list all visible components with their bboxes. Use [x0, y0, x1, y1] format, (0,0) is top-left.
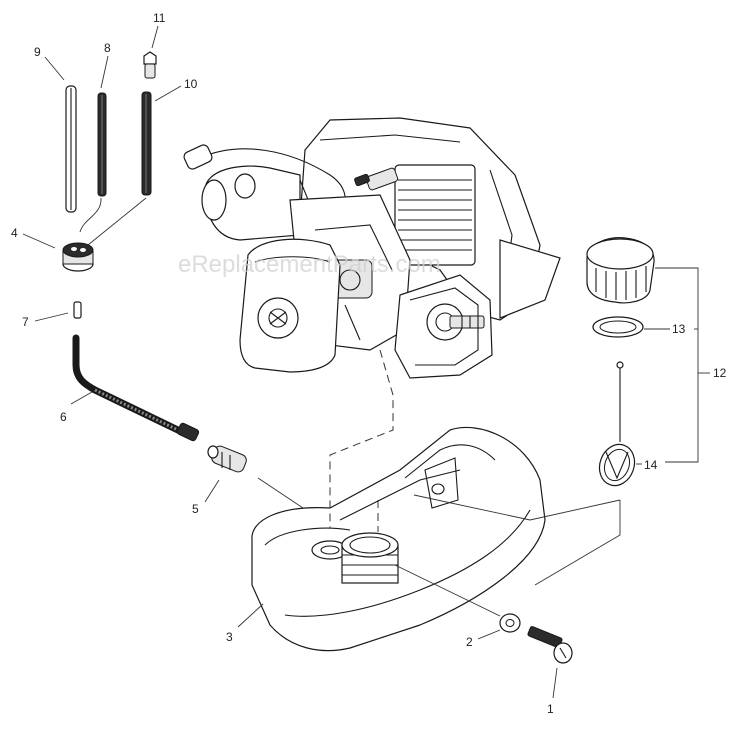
part-8-ribbed-tube	[97, 92, 107, 197]
callout-10: 10	[184, 77, 198, 91]
part-6-fuel-hose	[72, 334, 200, 442]
part-9-tube	[65, 85, 77, 213]
part-13-cap-gasket	[592, 316, 644, 338]
callout-13: 13	[672, 322, 686, 336]
part-4-grommet	[62, 242, 94, 272]
callout-3: 3	[226, 630, 233, 644]
cylinder-fins	[398, 179, 472, 251]
part-7-connector	[73, 301, 82, 319]
engine-assembly	[183, 117, 561, 379]
part-3-fuel-tank	[251, 426, 546, 652]
part-12-fuel-cap	[586, 237, 655, 304]
callout-11: 11	[153, 11, 166, 25]
callout-4: 4	[11, 226, 18, 240]
watermark-text: eReplacementParts.com	[178, 251, 441, 278]
callout-1: 1	[547, 702, 554, 716]
engine-to-tank-dashed-line	[329, 349, 394, 528]
callout-14: 14	[644, 458, 658, 472]
cap-alignment-line	[534, 500, 621, 586]
part-14-cap-tether	[598, 361, 636, 487]
callout-9: 9	[34, 45, 41, 59]
part-10-fuel-line	[141, 91, 152, 196]
callout-12: 12	[713, 366, 727, 380]
washer-alignment-line	[394, 564, 501, 617]
callout-5: 5	[192, 502, 199, 516]
part-1-bolt	[527, 626, 573, 664]
part-5-fuel-filter	[207, 445, 247, 473]
part-11-fitting	[143, 51, 157, 79]
callout-2: 2	[466, 635, 473, 649]
callout-6: 6	[60, 410, 67, 424]
tether-alignment-line	[413, 494, 621, 521]
part-2-washer	[499, 613, 521, 633]
callout-8: 8	[104, 41, 111, 55]
callout-7: 7	[22, 315, 29, 329]
